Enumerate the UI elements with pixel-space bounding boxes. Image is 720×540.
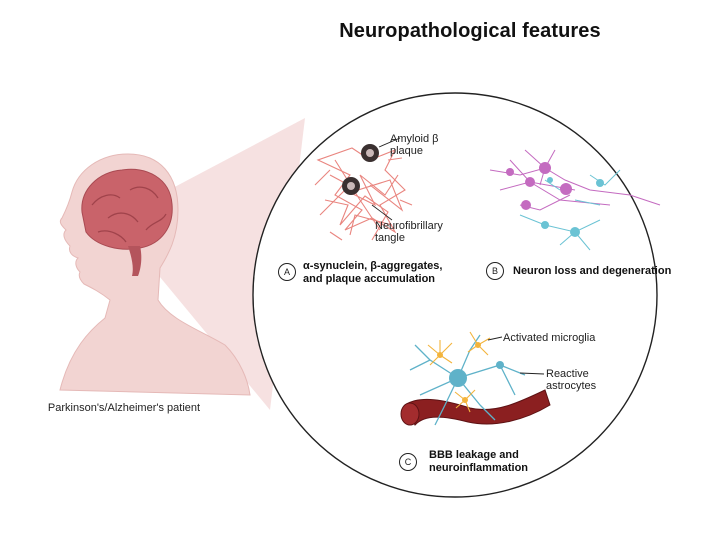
- astrocyte-label-line1: Reactive: [546, 368, 589, 380]
- tangle-label-line2: tangle: [375, 232, 405, 244]
- badge-a: A: [278, 263, 296, 281]
- amyloid-label-line2: plaque: [390, 145, 424, 157]
- panel-a-caption-line1: α-synuclein, β-aggregates,: [303, 260, 443, 272]
- patient-label: Parkinson's/Alzheimer's patient: [47, 402, 201, 414]
- microglia-label: Activated microglia: [503, 332, 596, 344]
- zoom-circle: [252, 92, 658, 498]
- blood-vessel: [404, 389, 551, 426]
- amyloid-plaques: [342, 144, 379, 195]
- astrocyte-label-line2: astrocytes: [546, 380, 597, 392]
- neuron-bodies: [506, 162, 604, 237]
- astrocyte-body: [449, 369, 467, 387]
- microglia: [427, 331, 491, 413]
- panel-b-caption: Neuron loss and degeneration: [513, 265, 672, 277]
- panel-a-caption-line2: and plaque accumulation: [303, 273, 436, 285]
- panel-c-caption-line2: neuroinflammation: [429, 462, 529, 474]
- badge-c: C: [399, 453, 417, 471]
- page-title: Neuropathological features: [339, 20, 601, 42]
- panel-c-caption-line1: BBB leakage and: [429, 449, 519, 461]
- tangle-label-line1: Neurofibrillary: [375, 220, 443, 232]
- badge-b: B: [486, 262, 504, 280]
- amyloid-label-line1: Amyloid β: [390, 133, 439, 145]
- patient-figure: [59, 153, 251, 396]
